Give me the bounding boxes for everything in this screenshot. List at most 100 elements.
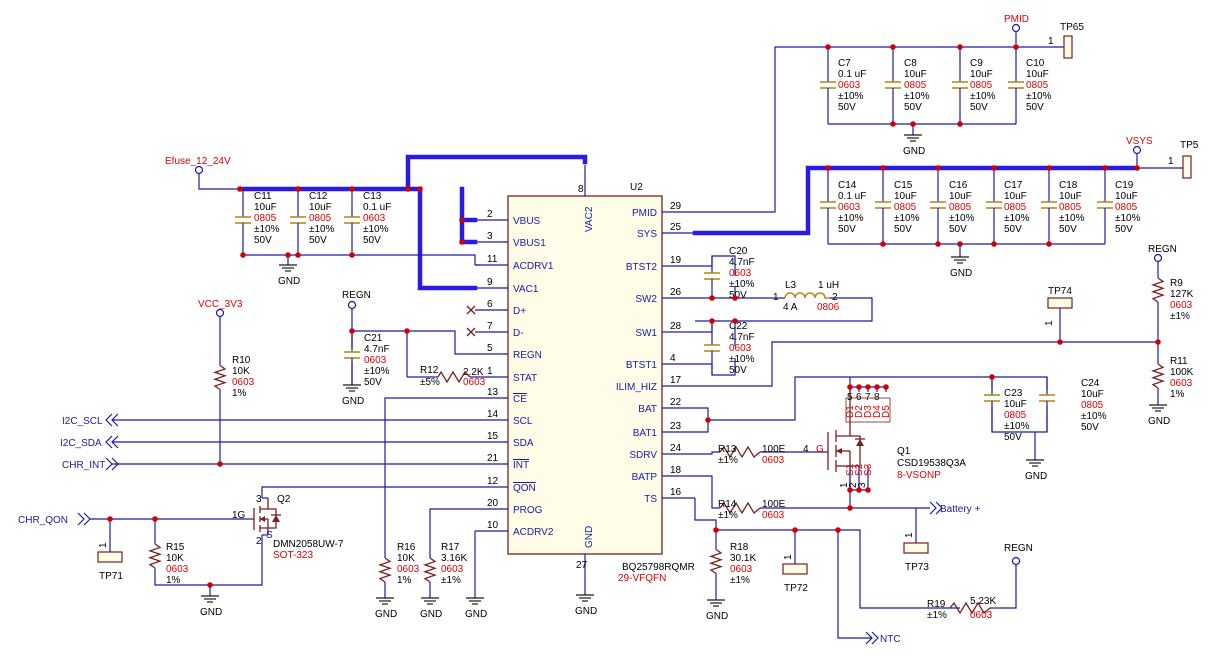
tp65[interactable]: 1 TP65 — [1048, 22, 1084, 59]
regn-port-c21-icon[interactable] — [347, 300, 357, 310]
junction-dot — [856, 384, 862, 390]
mosfet-q2[interactable]: 1G 3 2 S Q2 DMN2058UW-7 SOT-323 — [232, 494, 344, 561]
inductor-l3[interactable]: L3 1 uH 1 2 4 A 0806 — [773, 280, 840, 313]
battery-port[interactable]: Battery + — [929, 501, 980, 515]
efuse-port-icon[interactable] — [194, 165, 204, 175]
i2c-sda-port[interactable]: I2C_SDA — [60, 435, 119, 449]
tp71[interactable]: 1 TP71 — [97, 540, 123, 582]
mosfet-q1[interactable]: 4 G Q1 CSD19538Q3A 8-VSONP 5D16D27D38D4D… — [803, 387, 966, 490]
ic-u2[interactable]: U2 BQ25798RQMR 29-VFQFN 8 VAC2 27 GND — [507, 165, 695, 595]
ntc-port[interactable]: NTC — [865, 631, 901, 645]
tp74[interactable]: 1 TP74 — [1044, 286, 1073, 326]
pin-name: BAT — [638, 404, 657, 415]
tp5[interactable]: 1 TP5 — [1137, 140, 1199, 179]
svg-text:50V: 50V — [1026, 102, 1044, 113]
i2c-scl-port[interactable]: I2C_SCL — [62, 413, 119, 427]
svg-text:SOT-323: SOT-323 — [273, 550, 313, 561]
resistor-r19[interactable]: R19 5.23K ±1% 0603 — [927, 596, 1000, 621]
ground-icon: GND — [1025, 459, 1047, 482]
svg-text:D2: D2 — [854, 405, 865, 418]
resistor-r12[interactable]: R12 2.2K ±5% 0603 — [420, 365, 486, 388]
ic-pin-dplus[interactable]: 6D+ — [475, 299, 526, 317]
pin-name: VBUS — [513, 216, 541, 227]
resistor-r13[interactable]: R13 100E ±1% 0603 — [718, 444, 786, 466]
pin-number: 7 — [487, 321, 493, 332]
svg-text:0603: 0603 — [730, 564, 753, 575]
resistor-r14[interactable]: R14 100E ±1% 0603 — [718, 499, 786, 521]
chr-int-port[interactable]: CHR_INT — [62, 457, 119, 471]
vcc-port-icon[interactable] — [215, 308, 225, 318]
svg-text:1: 1 — [904, 532, 915, 538]
svg-text:R17: R17 — [441, 542, 460, 553]
svg-text:10uF: 10uF — [949, 191, 972, 202]
tp73[interactable]: 1 TP73 — [903, 508, 929, 573]
tp72[interactable]: 1 TP72 — [782, 553, 808, 594]
pmid-port-icon[interactable] — [1011, 23, 1021, 33]
regn-port-r9-icon[interactable] — [1153, 253, 1163, 263]
svg-text:±10%: ±10% — [1059, 213, 1085, 224]
pin-number: 21 — [487, 453, 499, 464]
junction-dot — [1102, 165, 1108, 171]
svg-text:±10%: ±10% — [363, 224, 389, 235]
ic-pin-dminus[interactable]: 7D- — [475, 321, 524, 339]
regn-port-r19-icon[interactable] — [1011, 556, 1021, 566]
pin-number: 20 — [487, 498, 499, 509]
svg-text:50V: 50V — [1115, 224, 1133, 235]
chr-qon-port[interactable]: CHR_QON — [18, 512, 91, 526]
vsys-port-icon[interactable] — [1132, 145, 1142, 155]
ground-label: GND — [375, 609, 397, 620]
svg-text:0603: 0603 — [1170, 300, 1193, 311]
